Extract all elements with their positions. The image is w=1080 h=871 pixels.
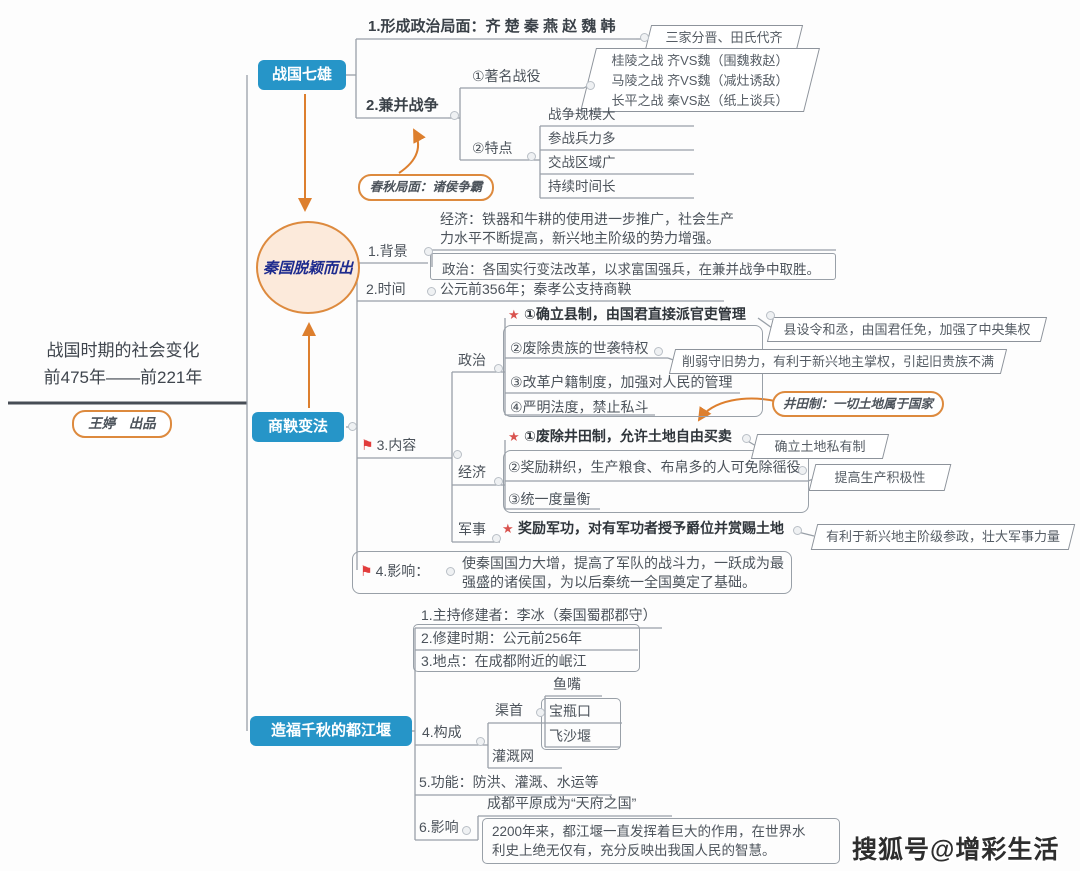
collapse-toggle[interactable] (450, 111, 459, 120)
node-economy-label[interactable]: 经济 (458, 464, 486, 480)
flag-icon: ⚑ (361, 437, 374, 453)
watermark: 搜狐号@增彩生活 (852, 836, 1060, 864)
node-tianfu[interactable]: 成都平原成为“天府之国” (487, 795, 637, 811)
star-icon: ★ (508, 429, 520, 444)
boundary-influence-text (482, 818, 840, 864)
node-function[interactable]: 5.功能：防洪、灌溉、水运等 (419, 774, 599, 790)
feature-item[interactable]: 持续时间长 (548, 179, 616, 194)
note-county-effect[interactable]: 县设令和丞，由国君任免，加强了中央集权 (766, 317, 1048, 342)
arrow-note-to-war (398, 128, 426, 174)
star-icon: ★ (508, 307, 520, 322)
node-politics-label[interactable]: 政治 (458, 352, 486, 368)
pol-item-county[interactable]: ①确立县制，由国君直接派官吏管理 (524, 306, 746, 322)
note-production-effect[interactable]: 提高生产积极性 (808, 464, 952, 491)
feature-item[interactable]: 参战兵力多 (548, 131, 616, 146)
node-impact[interactable]: ⚑4.影响： (360, 563, 430, 579)
note-sanjiafenjin[interactable]: 三家分晋、田氏代齐 (644, 25, 804, 50)
collapse-toggle[interactable] (654, 347, 663, 356)
collapse-toggle[interactable] (793, 526, 802, 535)
flag-icon: ⚑ (360, 563, 373, 579)
collapse-toggle[interactable] (640, 33, 649, 42)
collapse-toggle[interactable] (742, 434, 751, 443)
branch-dujiangyan[interactable]: 造福千秋的都江堰 (250, 716, 412, 746)
collapse-toggle[interactable] (453, 450, 462, 459)
root-title-line2: 前475年——前221年 (43, 368, 203, 387)
star-icon: ★ (502, 521, 514, 536)
econ-item-farming[interactable]: ②奖励耕织，生产粮食、布帛多的人可免除徭役 (508, 459, 801, 475)
node-time-value[interactable]: 公元前356年；秦孝公支持商鞅 (440, 281, 632, 297)
node-bg-politics[interactable]: 政治：各国实行变法改革，以求富国强兵，在兼并战争中取胜。 (442, 262, 820, 277)
pol-item-household[interactable]: ③改革户籍制度，加强对人民的管理 (510, 374, 733, 390)
collapse-toggle[interactable] (536, 708, 545, 717)
node-baopingkou[interactable]: 宝瓶口 (549, 703, 591, 719)
note-chunqiu[interactable]: 春秋局面：诸侯争霸 (358, 174, 494, 201)
boundary-impact (352, 551, 792, 594)
node-content[interactable]: ⚑3.内容 (361, 437, 417, 453)
collapse-toggle[interactable] (462, 826, 471, 835)
root-title-line1: 战国时期的社会变化 (46, 341, 200, 360)
node-impact-text[interactable]: 使秦国国力大增，提高了军队的战斗力，一跃成为最强盛的诸侯国，为以后秦统一全国奠定… (462, 555, 784, 590)
pol-item-law[interactable]: ④严明法度，禁止私斗 (510, 399, 649, 415)
collapse-toggle[interactable] (348, 422, 357, 431)
root-topic[interactable]: 战国时期的社会变化 前475年——前221年 (12, 337, 234, 391)
note-jingtian-def[interactable]: 井田制：一切土地属于国家 (772, 391, 944, 417)
node-political-situation[interactable]: 1.形成政治局面：齐 楚 秦 燕 赵 魏 韩 (368, 18, 616, 35)
note-military-effect[interactable]: 有利于新兴地主阶级参政，壮大军事力量 (810, 524, 1076, 550)
node-influence[interactable]: 6.影响 (419, 819, 459, 835)
tree-lines (246, 38, 836, 841)
boundary-dujiangyan-23 (413, 624, 640, 672)
feature-item[interactable]: 交战区域广 (548, 155, 616, 170)
collapse-toggle[interactable] (476, 737, 485, 746)
econ-item-measures[interactable]: ③统一度量衡 (508, 491, 591, 507)
pol-item-abolish-privilege[interactable]: ②废除贵族的世袭特权 (510, 340, 649, 356)
branch-shangyang-reform[interactable]: 商鞅变法 (252, 412, 344, 442)
collapse-toggle[interactable] (494, 477, 503, 486)
boundary-bg-politics (430, 253, 836, 280)
relation-arrows (298, 94, 781, 422)
node-military-label[interactable]: 军事 (458, 521, 486, 537)
arrow-jingtian-to-item (697, 397, 781, 422)
node-location[interactable]: 3.地点：在成都附近的岷江 (421, 653, 587, 669)
node-builder[interactable]: 1.主持修建者：李冰（秦国蜀郡郡守） (421, 607, 657, 623)
node-guanggai[interactable]: 灌溉网 (492, 748, 534, 764)
branch-warring-states[interactable]: 战国七雄 (258, 60, 346, 90)
node-time[interactable]: 2.时间 (366, 281, 406, 297)
battle-item: 马陵之战 齐VS魏（减灶诱敌） (611, 73, 789, 88)
note-battle-list[interactable]: 桂陵之战 齐VS魏（围魏救赵） 马陵之战 齐VS魏（减灶诱敌） 长平之战 秦VS… (580, 48, 820, 112)
mil-item-reward[interactable]: 奖励军功，对有军功者授予爵位并赏赐土地 (518, 520, 784, 536)
node-famous-battles[interactable]: ①著名战役 (472, 68, 541, 84)
feature-item[interactable]: 战争规模大 (548, 107, 616, 122)
collapse-toggle[interactable] (446, 567, 455, 576)
node-build-time[interactable]: 2.修建时期：公元前256年 (421, 630, 583, 646)
collapse-toggle[interactable] (494, 364, 503, 373)
node-influence-text[interactable]: 2200年来，都江堰一直发挥着巨大的作用，在世界水利史上绝无仅有，充分反映出我国… (492, 824, 806, 858)
collapse-toggle[interactable] (427, 287, 436, 296)
battle-item: 桂陵之战 齐VS魏（围魏救赵） (611, 53, 789, 68)
collapse-toggle[interactable] (492, 534, 501, 543)
node-quzhou[interactable]: 渠首 (495, 702, 523, 718)
econ-item-jingtian[interactable]: ①废除井田制，允许土地自由买卖 (524, 428, 732, 444)
node-bg-economy[interactable]: 经济：铁器和牛耕的使用进一步推广，社会生产力水平不断提高，新兴地主阶级的势力增强… (440, 211, 734, 246)
collapse-toggle[interactable] (527, 152, 536, 161)
node-annexation-war[interactable]: 2.兼并战争 (366, 97, 439, 114)
node-feishayan[interactable]: 飞沙堰 (549, 728, 591, 744)
collapse-toggle[interactable] (586, 81, 595, 90)
collapse-toggle[interactable] (424, 247, 433, 256)
boundary-economy-items (503, 450, 809, 513)
boundary-quzhou-parts (541, 698, 621, 750)
collapse-toggle[interactable] (798, 466, 807, 475)
node-war-features[interactable]: ②特点 (472, 140, 513, 156)
node-yuzui[interactable]: 鱼嘴 (553, 676, 581, 692)
qin-emerges-circle[interactable]: 秦国脱颖而出 (256, 221, 360, 314)
node-background[interactable]: 1.背景 (368, 243, 408, 259)
collapse-toggle[interactable] (766, 311, 775, 320)
note-privilege-effect[interactable]: 削弱守旧势力，有利于新兴地主掌权，引起旧贵族不满 (668, 349, 1008, 374)
node-composition[interactable]: 4.构成 (422, 724, 462, 740)
credit-note[interactable]: 王婷 出品 (72, 410, 172, 438)
note-private-land[interactable]: 确立土地私有制 (750, 434, 890, 459)
battle-item: 长平之战 秦VS赵（纸上谈兵） (611, 93, 789, 108)
